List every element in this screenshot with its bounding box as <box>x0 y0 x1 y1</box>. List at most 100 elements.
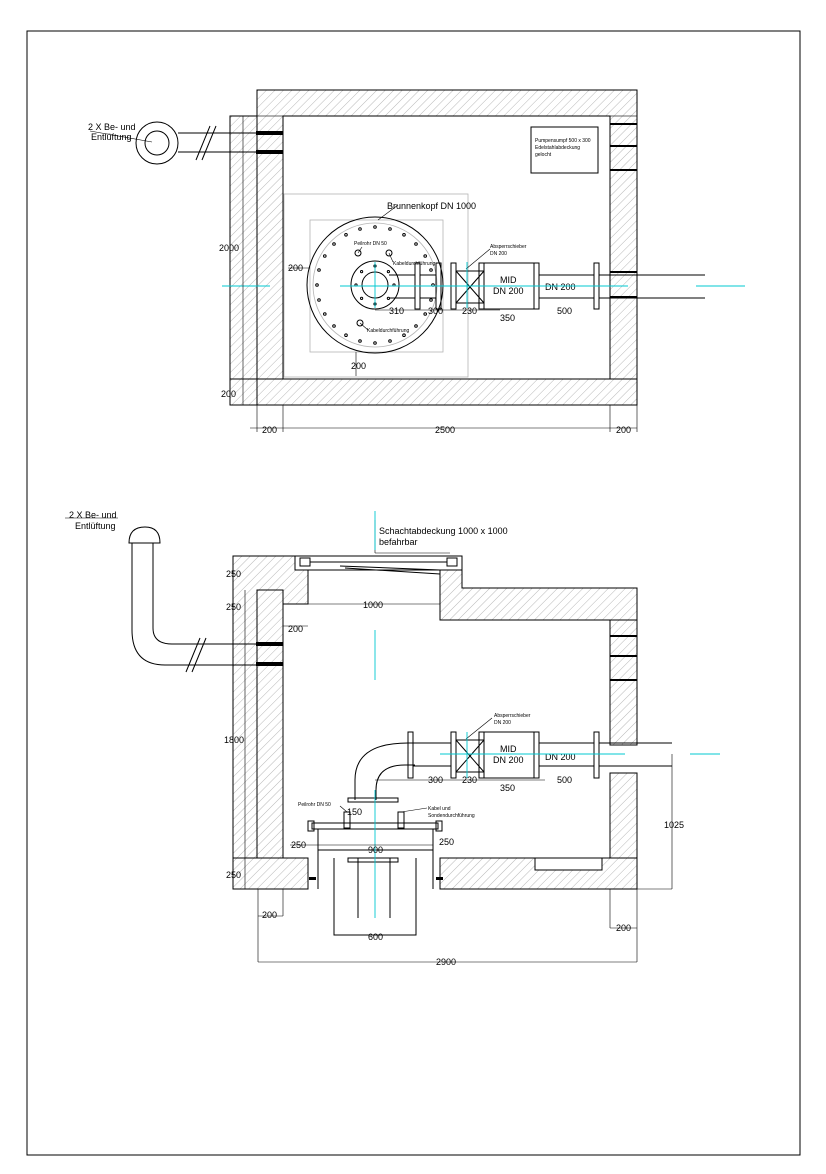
plan-right-wall-slots <box>610 123 637 298</box>
bolt-hole <box>414 242 418 246</box>
plan-dim-bottom-left: 200 <box>262 425 277 435</box>
plan-dimension-lines <box>242 116 638 432</box>
bolt-hole <box>388 227 392 231</box>
section-slab-right <box>439 555 638 746</box>
bolt-hole <box>323 312 327 316</box>
section-dim-opening: 1000 <box>363 600 383 610</box>
section-valve-label-2: DN 200 <box>494 720 511 726</box>
bolt-hole <box>360 296 364 300</box>
section-dim-right-200: 200 <box>616 923 631 933</box>
plan-walls <box>229 89 638 406</box>
bolt-hole <box>360 270 364 274</box>
pump-note-box <box>530 126 599 174</box>
plan-vent-label-2: Entlüftung <box>91 132 132 142</box>
peilrohr-label: Peilrohr DN 50 <box>354 241 387 247</box>
section-dim-500: 500 <box>557 775 572 785</box>
pump-note-2: Edelstahlabdeckung <box>535 145 580 151</box>
plan-dim-center-bottom: 200 <box>351 361 366 371</box>
bolt-hole <box>323 254 327 258</box>
bolt-hole <box>402 333 406 338</box>
section-pipeline <box>413 717 672 779</box>
plan-dim-230: 230 <box>462 306 477 316</box>
plan-pipeline <box>389 248 705 310</box>
plan-dim-left-offset: 200 <box>288 263 303 273</box>
bolt-hole <box>386 270 390 274</box>
plan-dim-310: 310 <box>389 306 404 316</box>
wellhead-plan <box>306 204 444 354</box>
section-dim-casing: 600 <box>368 932 383 942</box>
bolt-hole <box>423 254 428 258</box>
bolt-hole <box>332 242 336 246</box>
plan-vent-label-1: 2 X Be- und <box>88 122 136 132</box>
pump-note-3: gelocht <box>535 152 552 158</box>
section-dimension-lines <box>244 590 673 963</box>
plan-valve-label-2: DN 200 <box>490 251 507 257</box>
section-dim-second-250: 250 <box>226 602 241 612</box>
bolt-hole <box>358 339 362 343</box>
bolt-hole <box>358 227 362 231</box>
section-dim-150: 150 <box>347 807 362 817</box>
section-valve-label-1: Absperrschieber <box>494 713 531 719</box>
plan-vent-pipes <box>89 121 283 165</box>
bolt-hole <box>373 341 377 345</box>
plan-dim-height: 2000 <box>219 243 239 253</box>
plan-dim-350: 350 <box>500 313 515 323</box>
bolt-hole <box>429 298 433 302</box>
wellhead-bolt-holes <box>315 225 435 345</box>
bolt-hole <box>414 324 418 328</box>
plan-view: 2 X Be- und Entlüftung Pumpensumpf 500 x… <box>88 89 745 435</box>
section-dim-bottom-left: 200 <box>262 910 277 920</box>
bolt-hole <box>317 298 321 302</box>
plan-dim-bottom-total: 2500 <box>435 425 455 435</box>
section-vent-label-1: 2 X Be- und <box>69 510 117 520</box>
bolt-hole <box>317 268 321 272</box>
bolt-hole <box>388 339 392 343</box>
section-dim-total: 2900 <box>436 957 456 967</box>
section-pipe-label: DN 200 <box>545 752 576 762</box>
plan-sump-outer <box>283 193 469 378</box>
bolt-hole <box>332 324 336 328</box>
section-peilrohr-label: Peilrohr DN 50 <box>298 802 331 808</box>
plan-pipe-label: DN 200 <box>545 282 576 292</box>
section-riser-pipe <box>347 731 415 803</box>
sheet-border <box>26 30 801 1156</box>
plan-dim-500: 500 <box>557 306 572 316</box>
plan-axes <box>222 262 745 308</box>
pump-sump-recess <box>534 857 603 871</box>
section-view: Schachtabdeckung 1000 x 1000 befahrbar 2… <box>65 510 720 967</box>
section-mid-label-2: DN 200 <box>493 755 524 765</box>
section-dim-flange-right: 250 <box>439 837 454 847</box>
cable-label-bottom: Kabeldurchführung <box>367 328 409 334</box>
section-cable-label-2: Sondendurchführung <box>428 813 475 819</box>
bolt-hole <box>429 268 433 272</box>
section-dim-300: 300 <box>428 775 443 785</box>
section-dim-bottom-250: 250 <box>226 870 241 880</box>
pump-note-1: Pumpensumpf 500 x 300 <box>535 138 591 144</box>
section-dim-230: 230 <box>462 775 477 785</box>
section-dim-top-250: 250 <box>226 569 241 579</box>
section-floor-left <box>232 857 309 890</box>
bolt-hole <box>402 233 406 237</box>
section-vent-pipe <box>65 517 283 673</box>
section-axes <box>374 511 720 918</box>
section-right-slots <box>610 635 637 681</box>
plan-valve-label-1: Absperrschieber <box>490 244 527 250</box>
section-dim-height: 1800 <box>224 735 244 745</box>
section-mid-label-1: MID <box>500 744 517 754</box>
cable-label-top: Kabeldurchführung <box>393 261 435 267</box>
bolt-hole <box>373 225 377 229</box>
section-dim-right-depth: 1025 <box>664 820 684 830</box>
section-right-wall <box>609 619 638 746</box>
plan-mid-label-1: MID <box>500 275 517 285</box>
section-dim-wall-200: 200 <box>288 624 303 634</box>
plan-dim-300: 300 <box>428 306 443 316</box>
section-cable-label-1: Kabel und <box>428 806 451 812</box>
plan-mid-label-2: DN 200 <box>493 286 524 296</box>
cover-label-2: befahrbar <box>379 537 418 547</box>
section-dim-350: 350 <box>500 783 515 793</box>
bolt-hole <box>315 283 319 287</box>
bolt-hole <box>423 312 428 316</box>
section-vent-label-2: Entlüftung <box>75 521 116 531</box>
